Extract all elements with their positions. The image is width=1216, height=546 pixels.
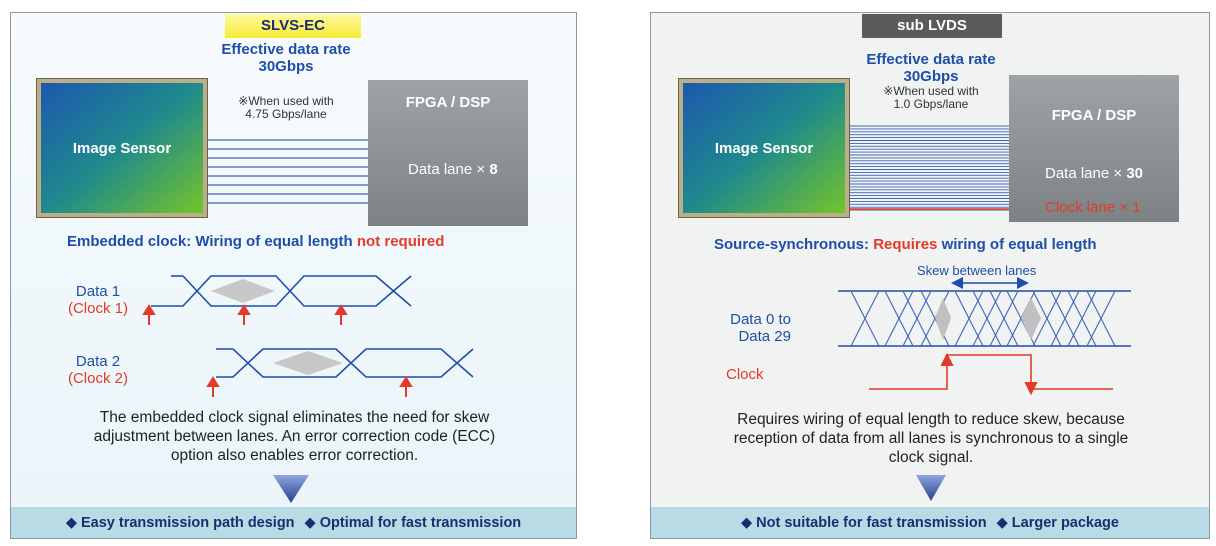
signal1-label: Data 1 (Clock 1) [53, 283, 143, 317]
slvs-ec-description: The embedded clock signal eliminates the… [21, 408, 568, 465]
heading-red-text: Requires [873, 236, 938, 253]
fpga-dsp-block: FPGA / DSP Data lane × 30 Clock lane × 1 [1009, 75, 1179, 222]
desc-line2: adjustment between lanes. An error corre… [93, 428, 496, 445]
source-synchronous-heading: Source-synchronous: Requires wiring of e… [714, 236, 1097, 253]
fpga-dsp-title: FPGA / DSP [405, 94, 491, 111]
data-label-line1: Data 0 to [730, 311, 791, 328]
embedded-clock-timing-diagram [142, 275, 474, 397]
desc-line3: option also enables error correction. [170, 447, 419, 464]
image-sensor-block: Image Sensor [36, 78, 208, 218]
signal1-eye-1 [211, 279, 275, 303]
signal1-data: Data 1 [75, 283, 121, 300]
sub-lvds-panel: sub LVDS Effective data rate 30Gbps ※Whe… [650, 12, 1210, 539]
data-label: Data 0 to Data 29 [691, 311, 791, 345]
recovered-clock-arrows [142, 304, 413, 397]
data-transition-line [1086, 290, 1116, 347]
skew-label: Skew between lanes [917, 263, 1037, 278]
desc-line3: clock signal. [888, 449, 974, 466]
data-lane-label: Data lane × 30 [1045, 165, 1143, 182]
data-lane-count: 8 [489, 161, 498, 178]
footer-feature-1: ◆ Easy transmission path design [65, 514, 295, 531]
data-transition-line [884, 290, 914, 347]
data-transition-line [850, 290, 880, 347]
sub-lvds-tag: sub LVDS [862, 14, 1002, 38]
signal2-label: Data 2 (Clock 2) [53, 353, 143, 387]
clock-waveform [869, 354, 1113, 390]
data-lane-text: Data lane × [408, 161, 490, 178]
signal2-eye-1 [273, 351, 343, 375]
data-transition-line [972, 290, 1002, 347]
clock-label: Clock [726, 366, 764, 383]
rate-value: 30Gbps [258, 58, 314, 75]
rate-note-line1: ※When used with [883, 84, 979, 98]
rate-note-line2: 1.0 Gbps/lane [893, 97, 969, 111]
data-transition-line [920, 290, 950, 347]
clock-lane-label: Clock lane × 1 [1045, 199, 1141, 216]
data-transition-line [1032, 290, 1062, 347]
rate-title: Effective data rate [221, 41, 351, 58]
data-label-line2: Data 29 [738, 328, 791, 345]
slvs-ec-footer: ◆ Easy transmission path design ◆ Optima… [11, 507, 576, 538]
eye-1 [935, 298, 951, 340]
footer-feature-2: ◆ Larger package [996, 514, 1119, 531]
footer-feature-2: ◆ Optimal for fast transmission [304, 514, 522, 531]
data-crossings [850, 290, 1116, 347]
down-triangle-icon [273, 475, 309, 503]
slvs-ec-tag: SLVS-EC [225, 14, 361, 38]
fpga-dsp-block: FPGA / DSP Data lane × 8 [368, 80, 528, 226]
clock-edge-arrows [940, 352, 1038, 396]
signal1-clock: (Clock 1) [67, 300, 128, 317]
image-sensor-label: Image Sensor [72, 139, 172, 157]
data-lane-wires [849, 122, 1035, 214]
data-lane-count: 30 [1126, 165, 1143, 182]
footer-feature-1: ◆ Not suitable for fast transmission [741, 514, 987, 531]
rate-note: ※When used with 1.0 Gbps/lane [841, 85, 1021, 111]
data-transition-line [1050, 290, 1080, 347]
desc-line1: Requires wiring of equal length to reduc… [737, 411, 1125, 428]
desc-line2: reception of data from all lanes is sync… [733, 430, 1129, 447]
eye-2 [1021, 298, 1041, 340]
heading-main-text: Embedded clock: Wiring of equal length [67, 233, 357, 250]
data-lane-label: Data lane × 8 [408, 161, 498, 178]
data-lane-text: Data lane × [1045, 165, 1127, 182]
down-triangle-icon [916, 475, 946, 501]
heading-red-text: not required [356, 233, 445, 250]
image-sensor-block: Image Sensor [678, 78, 850, 218]
signal2-data: Data 2 [75, 353, 121, 370]
sub-lvds-footer: ◆ Not suitable for fast transmission ◆ L… [651, 507, 1209, 538]
rate-value: 30Gbps [903, 68, 959, 85]
rate-block: Effective data rate 30Gbps [831, 51, 1031, 85]
sub-lvds-description: Requires wiring of equal length to reduc… [661, 410, 1201, 467]
desc-line1: The embedded clock signal eliminates the… [99, 409, 490, 426]
slvs-ec-panel: SLVS-EC Effective data rate 30Gbps ※When… [10, 12, 577, 539]
fpga-dsp-title: FPGA / DSP [1051, 107, 1137, 124]
data-transition-line [902, 290, 932, 347]
signal2-waveform [216, 348, 474, 378]
image-sensor-label: Image Sensor [714, 139, 814, 157]
data-transition-line [954, 290, 984, 347]
rate-note-line2: 4.75 Gbps/lane [245, 107, 327, 121]
embedded-clock-heading: Embedded clock: Wiring of equal length n… [67, 233, 444, 250]
rate-block: Effective data rate 30Gbps [186, 41, 386, 75]
heading-main-text: Source-synchronous: [714, 236, 874, 253]
rate-title: Effective data rate [866, 51, 996, 68]
data-transition-line [989, 290, 1019, 347]
source-synchronous-timing-diagram [838, 277, 1131, 396]
rate-note-line1: ※When used with [238, 94, 334, 108]
signal2-clock: (Clock 2) [67, 370, 128, 387]
signal1-waveform [151, 275, 412, 307]
rate-note: ※When used with 4.75 Gbps/lane [196, 95, 376, 121]
heading-tail-text: wiring of equal length [937, 236, 1097, 253]
